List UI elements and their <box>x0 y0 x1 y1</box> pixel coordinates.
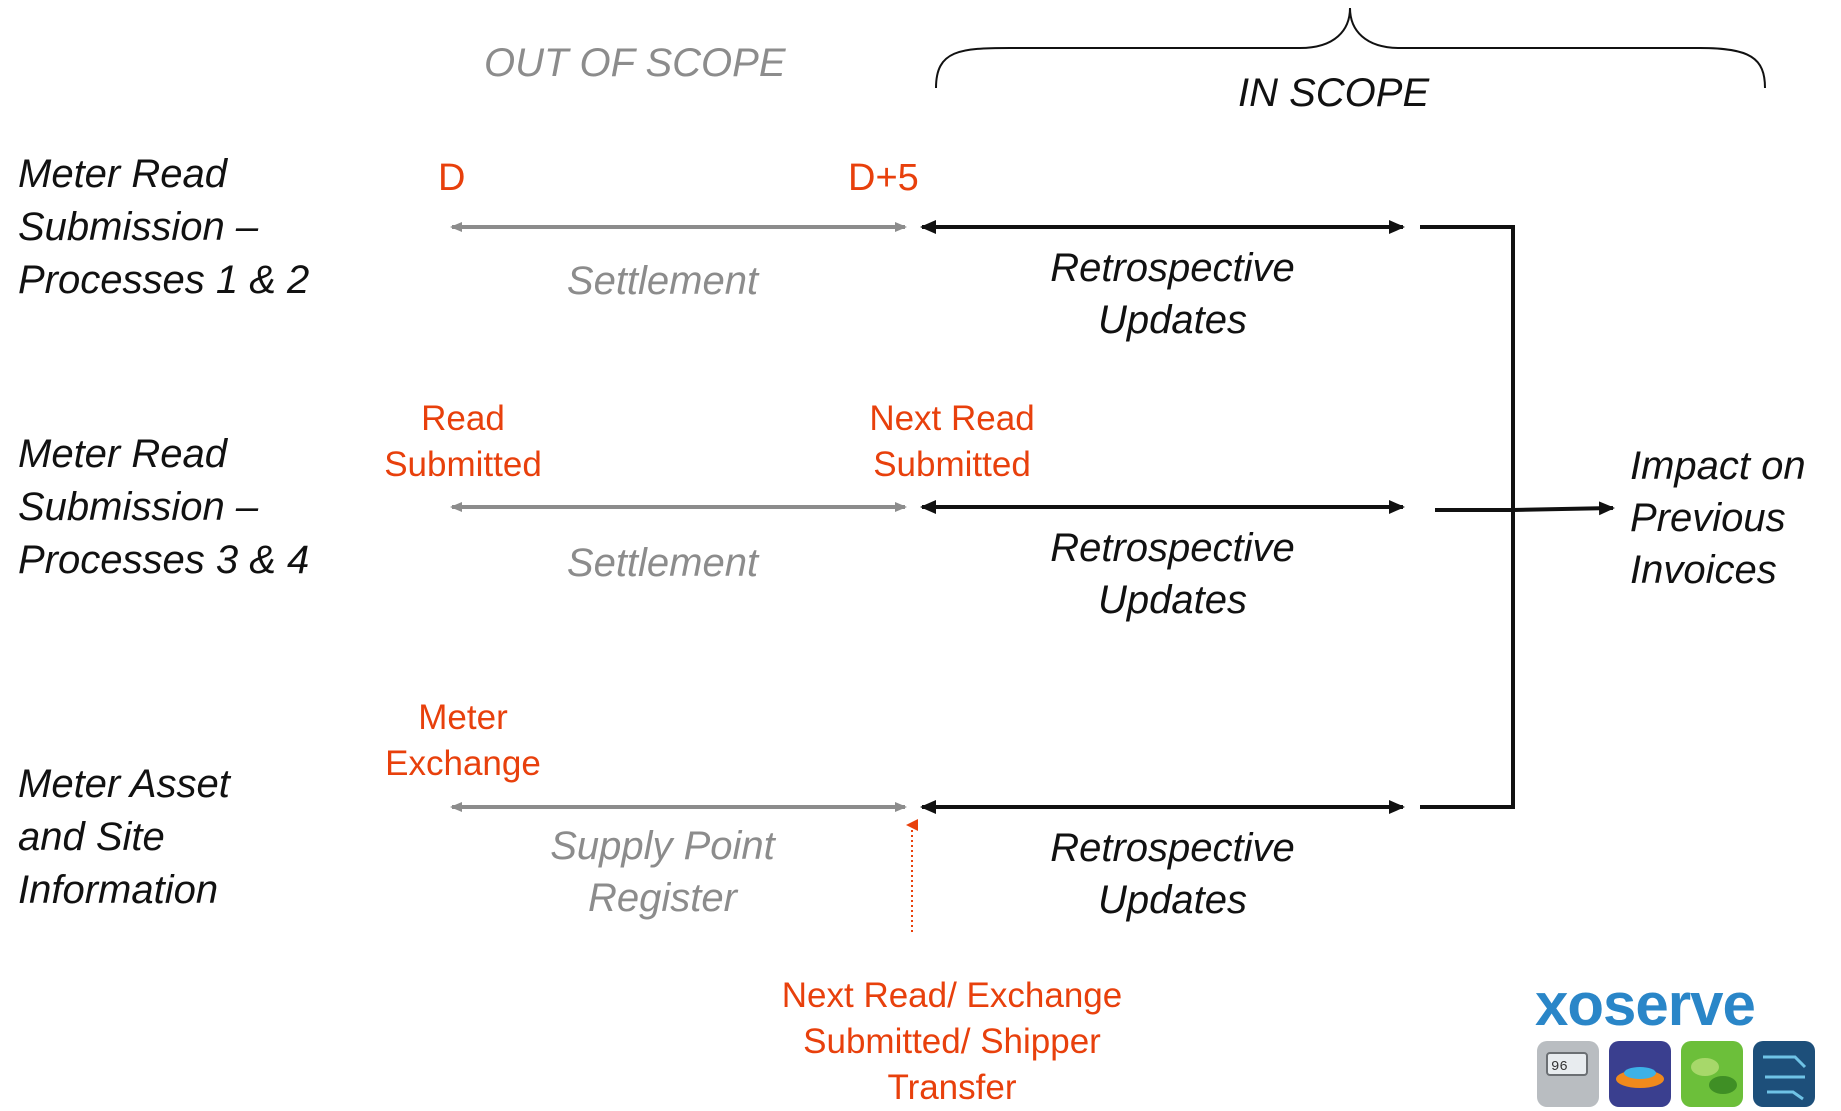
row3-start-marker: Meter Exchange <box>385 698 541 783</box>
row3-in-scope-text: Retrospective Updates <box>1050 826 1295 922</box>
outcome-arrow <box>1512 501 1615 516</box>
gas-flame-icon <box>1609 1041 1671 1107</box>
row1-out-scope-text: Settlement <box>566 259 759 303</box>
xoserve-logo: xoserve 96 <box>1535 975 1841 1111</box>
in-scope-label: IN SCOPE <box>1238 71 1430 115</box>
leaves-icon <box>1681 1041 1743 1107</box>
in-scope-brace <box>935 7 1766 89</box>
row1-label: Meter Read Submission – Processes 1 & 2 <box>18 152 310 302</box>
logo-wordmark: xoserve <box>1535 971 1756 1038</box>
outcome-label: Impact on Previous Invoices <box>1630 444 1806 592</box>
row1-start-marker: D <box>438 157 466 199</box>
svg-text:96: 96 <box>1551 1059 1568 1075</box>
combine-bracket <box>1420 225 1515 809</box>
row2-start-marker: Read Submitted <box>384 399 542 484</box>
row3-out-scope-text: Supply Point Register <box>550 824 775 920</box>
row3-label: Meter Asset and Site Information <box>18 762 230 912</box>
out-of-scope-label: OUT OF SCOPE <box>484 41 786 85</box>
row1-in-scope-text: Retrospective Updates <box>1050 246 1295 342</box>
row2-end-marker: Next Read Submitted <box>869 399 1035 484</box>
row1-end-marker: D+5 <box>848 157 919 199</box>
gas-meter-icon: 96 <box>1537 1041 1599 1107</box>
logo-icons: 96 <box>1537 1041 1815 1107</box>
row2-in-scope-text: Retrospective Updates <box>1050 526 1295 622</box>
row2-label: Meter Read Submission – Processes 3 & 4 <box>18 432 310 582</box>
trigger-note: Next Read/ Exchange Submitted/ Shipper T… <box>781 976 1123 1107</box>
row2-out-scope-text: Settlement <box>566 541 759 585</box>
circuit-board-icon <box>1753 1041 1815 1107</box>
